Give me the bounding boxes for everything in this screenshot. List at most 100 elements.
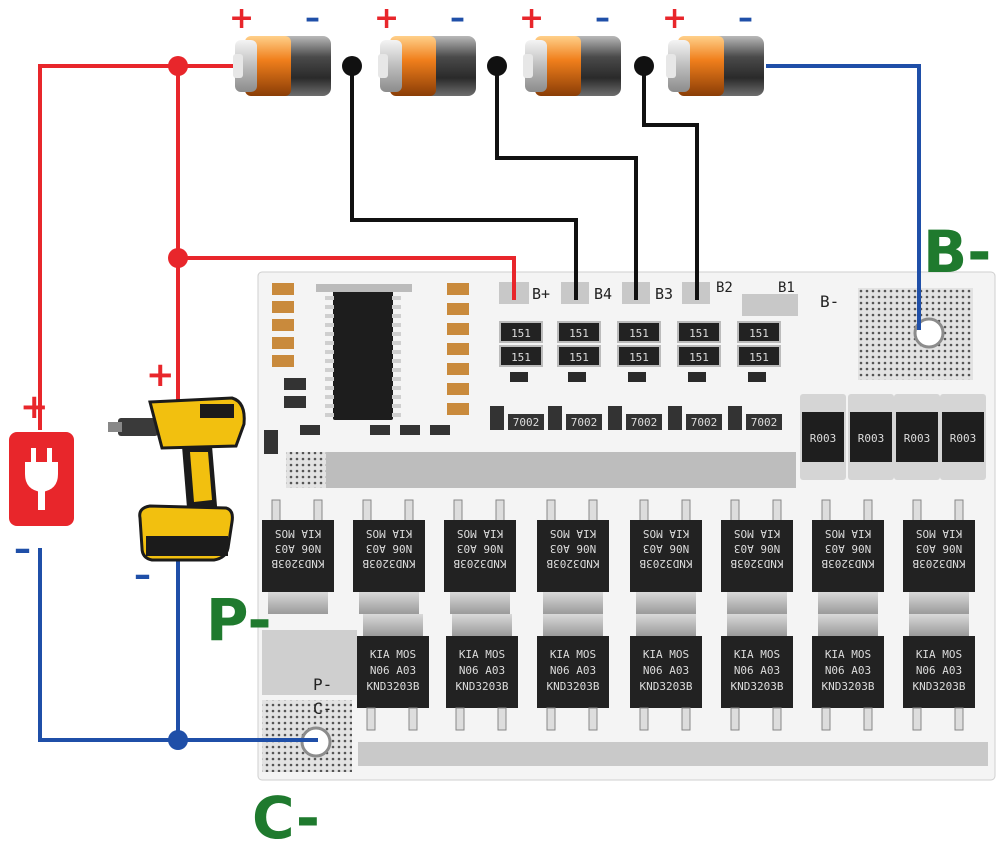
cell-plus-sign: + [519,1,544,36]
smd-resistor [272,355,294,367]
svg-text:7002: 7002 [513,416,540,429]
svg-text:KND3203B: KND3203B [367,680,420,693]
cell-minus-sign: – [738,1,753,36]
svg-text:KND3203B: KND3203B [362,557,415,570]
junction-dot [168,730,188,750]
svg-text:KND3203B: KND3203B [822,680,875,693]
svg-text:7002: 7002 [631,416,658,429]
svg-text:R003: R003 [950,432,977,445]
balance-resistor: 151 [499,321,543,343]
drill-chuck [118,418,158,436]
svg-text:KIA MOS: KIA MOS [366,527,412,540]
balance-wire-b4 [350,66,578,300]
svg-text:KIA MOS: KIA MOS [825,527,871,540]
charger-minus-sign: – [14,529,31,569]
svg-text:N06 A03: N06 A03 [550,542,596,555]
svg-text:N06 A03: N06 A03 [734,664,780,677]
svg-text:N06 A03: N06 A03 [275,542,321,555]
charger-plus-sign: + [20,387,49,427]
svg-text:151: 151 [511,327,531,340]
balance-resistor: 151 [677,345,721,367]
svg-text:KIA MOS: KIA MOS [825,648,871,661]
cell-minus-sign: – [450,1,465,36]
svg-text:KND3203B: KND3203B [821,557,874,570]
cell-plus-sign: + [662,1,687,36]
silk-pminus: P- [313,675,332,694]
mosfet-transistor: KND3203B N06 A03 KIA MOS [630,499,702,614]
balance-resistor: 151 [737,321,781,343]
svg-text:N06 A03: N06 A03 [734,542,780,555]
status-led [688,372,706,382]
cell-minus-sign: – [305,1,320,36]
svg-text:7002: 7002 [751,416,778,429]
charger-negative-wire [38,548,318,742]
mounting-hole-bminus [913,317,945,349]
shunt-resistor: R003 [800,394,846,480]
junctions [168,56,654,750]
silk-b2: B2 [716,280,733,296]
junction-dot [342,56,362,76]
svg-text:N06 A03: N06 A03 [643,664,689,677]
p-minus-label: P- [206,586,272,654]
svg-text:KIA MOS: KIA MOS [459,648,505,661]
svg-text:N06 A03: N06 A03 [366,542,412,555]
balance-resistor: 151 [499,345,543,367]
battery-cell: +– [662,1,764,96]
svg-text:151: 151 [511,351,531,364]
svg-text:R003: R003 [810,432,837,445]
bminus-wire [766,64,921,330]
c-minus-label: C- [252,784,320,852]
svg-text:7002: 7002 [691,416,718,429]
svg-text:KND3203B: KND3203B [731,680,784,693]
charger-adapter: + – [9,387,74,569]
code-resistor: 7002 [508,414,544,430]
svg-text:KIA MOS: KIA MOS [550,527,596,540]
svg-text:KND3203B: KND3203B [547,680,600,693]
junction-dot [487,56,507,76]
copper-strip [286,452,796,488]
battery-cell: +– [229,1,331,96]
svg-text:KND3203B: KND3203B [456,680,509,693]
svg-text:N06 A03: N06 A03 [643,542,689,555]
code-resistor: 7002 [566,414,602,430]
svg-text:7002: 7002 [571,416,598,429]
svg-text:N06 A03: N06 A03 [457,542,503,555]
svg-text:KIA MOS: KIA MOS [916,648,962,661]
smd-resistor [272,337,294,349]
junction-dot [634,56,654,76]
smd-resistor [272,319,294,331]
smd-resistor [264,430,278,454]
svg-text:KIA MOS: KIA MOS [734,527,780,540]
battery-cells: +–+–+–+– [229,1,764,96]
svg-text:151: 151 [689,351,709,364]
smd-resistor [272,283,294,295]
svg-text:KIA MOS: KIA MOS [643,648,689,661]
svg-text:N06 A03: N06 A03 [825,542,871,555]
svg-text:KND3203B: KND3203B [453,557,506,570]
ic-resistor-column [300,283,469,435]
balance-resistor: 151 [557,321,601,343]
silk-b1: B1 [778,280,795,296]
mosfet-row-top: KND3203B N06 A03 KIA MOS KND3203B N06 A03 KIA… [262,499,975,614]
svg-text:KIA MOS: KIA MOS [643,527,689,540]
charger-positive-wire [38,64,248,430]
svg-text:151: 151 [749,327,769,340]
silk-b3: B3 [655,285,673,303]
code-resistor: 7002 [746,414,782,430]
svg-text:151: 151 [629,351,649,364]
svg-text:KIA MOS: KIA MOS [550,648,596,661]
svg-text:N06 A03: N06 A03 [550,664,596,677]
battery-cell: +– [519,1,621,96]
svg-text:151: 151 [629,327,649,340]
svg-text:KND3203B: KND3203B [639,557,692,570]
balance-resistor: 151 [737,345,781,367]
